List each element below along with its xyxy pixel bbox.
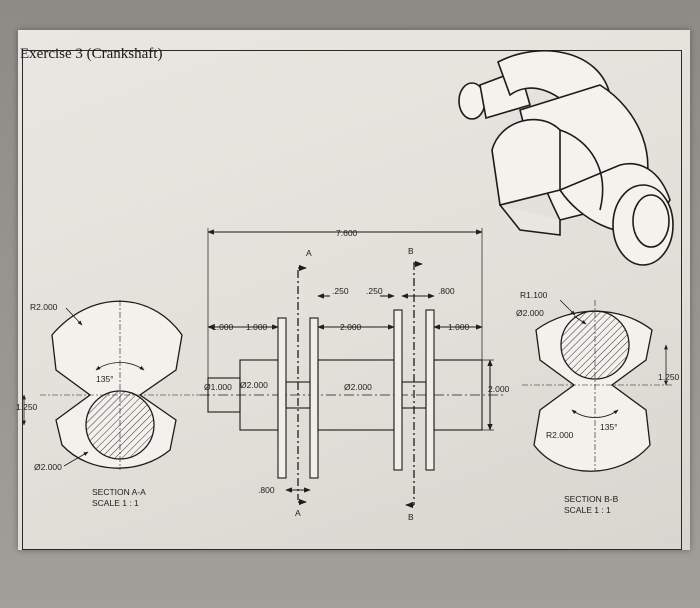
- section-a-radius: R2.000: [30, 302, 58, 312]
- dim-overall-length: 7.600: [336, 228, 358, 238]
- section-b-angle: 135°: [600, 422, 618, 432]
- dim-length-1b: 1.000: [246, 322, 268, 332]
- section-marker-b: [405, 260, 423, 509]
- marker-b-bottom: B: [408, 512, 414, 522]
- section-a-diameter: Ø2.000: [34, 462, 62, 472]
- dim-height-right: 2.000: [488, 384, 510, 394]
- section-marker-a: [298, 264, 307, 506]
- section-a-scale: SCALE 1 : 1: [92, 498, 139, 508]
- section-a-angle: 135°: [96, 374, 114, 384]
- exercise-title: Exercise 3 (Crankshaft): [20, 46, 163, 62]
- marker-a-bottom: A: [295, 508, 301, 518]
- marker-b-top: B: [408, 246, 414, 256]
- section-b-offset: 1.250: [658, 372, 680, 382]
- drawing-frame: [22, 50, 682, 550]
- section-b-view: [522, 299, 672, 472]
- section-b-diameter: Ø2.000: [516, 308, 544, 318]
- section-a-offset: 1.250: [16, 402, 38, 412]
- dim-length-3: 1.000: [448, 322, 470, 332]
- dim-length-1a: 1.000: [212, 322, 234, 332]
- dim-web-b: .800: [438, 286, 455, 296]
- dim-gap-b: .250: [366, 286, 383, 296]
- dim-diameter-end: Ø1.000: [204, 382, 232, 392]
- dim-length-2: 2.000: [340, 322, 362, 332]
- marker-a-top: A: [306, 248, 312, 258]
- isometric-view: [458, 50, 674, 266]
- section-b-caption: SECTION B-B: [564, 494, 619, 504]
- dim-diameter-left: Ø2.000: [240, 380, 268, 390]
- section-a-caption: SECTION A-A: [92, 487, 146, 497]
- dim-web-a: .800: [258, 485, 275, 495]
- section-b-radius-large: R2.000: [546, 430, 574, 440]
- dim-diameter-mid: Ø2.000: [344, 382, 372, 392]
- front-view: [200, 228, 505, 505]
- section-b-scale: SCALE 1 : 1: [564, 505, 611, 515]
- section-a-view: [22, 300, 200, 470]
- section-b-radius-small: R1.100: [520, 290, 548, 300]
- dim-gap-a: .250: [332, 286, 349, 296]
